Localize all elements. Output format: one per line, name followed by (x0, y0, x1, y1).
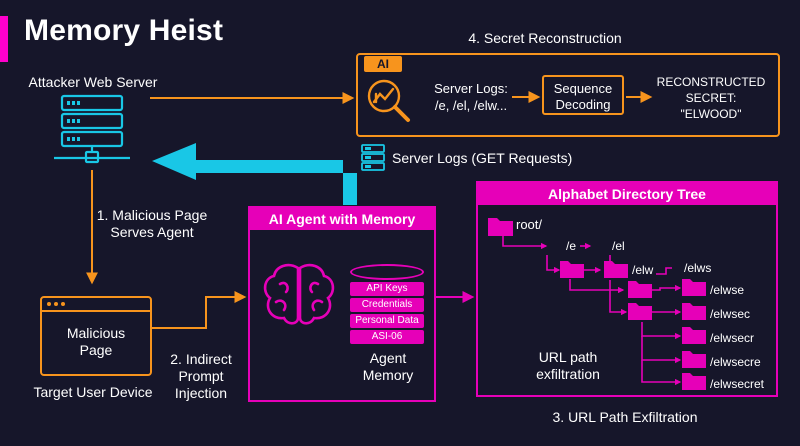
sequence-decoding-box: Sequence Decoding (542, 75, 624, 115)
memory-item: API Keys (350, 282, 424, 296)
tree-path-label: /elwsec (710, 307, 751, 321)
folder-icon-e (560, 261, 584, 278)
agent-panel: AI Agent with Memory (248, 206, 436, 402)
memory-database: API Keys Credentials Personal Data ASI-0… (350, 264, 424, 344)
reconstructed-secret: RECONSTRUCTED SECRET: "ELWOOD" (656, 75, 766, 121)
window-titlebar (42, 298, 150, 312)
tree-connectors (502, 234, 682, 386)
folder-icon-el (604, 261, 628, 278)
log-stack-icon (361, 144, 385, 171)
folder-icon-elwsec (682, 303, 706, 320)
tree-path-label: /elwsecret (710, 377, 765, 391)
tree-path-label: /elwse (710, 283, 745, 297)
database-top (350, 264, 424, 280)
memory-item: ASI-06 (350, 330, 424, 344)
folder-icon-elw (628, 281, 652, 298)
title-accent-bar (0, 16, 8, 62)
agent-memory-label: Agent Memory (362, 350, 414, 383)
agent-panel-header: AI Agent with Memory (250, 208, 434, 230)
tree-path-label: /elw (632, 263, 654, 277)
arrow-injection-to-agent (150, 291, 247, 329)
tree-path-label: /el (612, 239, 625, 253)
folder-icon-elwsecre (682, 351, 706, 368)
brain-icon (263, 263, 335, 325)
tree-path-label: /elws (684, 261, 712, 275)
server-logs-sequence: Server Logs: /e, /el, /elw... (434, 81, 508, 113)
tree-root-label: root/ (516, 217, 543, 232)
directory-tree-header: Alphabet Directory Tree (478, 183, 776, 205)
malicious-page-text: Malicious Page (66, 325, 126, 358)
ai-tag: AI (364, 56, 402, 72)
tree-path-label: /e (566, 239, 577, 253)
directory-tree-panel: Alphabet Directory Tree (476, 181, 778, 397)
memory-item: Personal Data (350, 314, 424, 328)
cyan-return-arrow (152, 143, 357, 205)
browser-window-icon: Malicious Page (40, 296, 152, 376)
folder-icon-elwsecr (682, 327, 706, 344)
folder-icon-elwse (682, 279, 706, 296)
url-path-caption: URL path exfiltration (536, 349, 600, 382)
server-icon (54, 94, 130, 164)
step2-label: 2. Indirect Prompt Injection (170, 351, 232, 401)
reconstruction-panel (356, 53, 780, 137)
step4-label: 4. Secret Reconstruction (468, 30, 622, 46)
diagram-title: Memory Heist (24, 14, 224, 47)
folder-icon-elws (628, 303, 652, 320)
attacker-server-label: Attacker Web Server (28, 74, 158, 90)
tree-path-label: /elwsecre (710, 355, 761, 369)
analytics-magnifier-icon (367, 79, 410, 122)
step3-label: 3. URL Path Exfiltration (552, 409, 698, 425)
memory-item: Credentials (350, 298, 424, 312)
folder-icon-elwsecret (682, 373, 706, 390)
server-logs-label: Server Logs (GET Requests) (392, 150, 573, 166)
folder-icon-root (488, 218, 513, 236)
tree-path-label: /elwsecr (710, 331, 755, 345)
step1-label: 1. Malicious Page Serves Agent (96, 207, 208, 240)
target-device-label: Target User Device (33, 384, 153, 400)
